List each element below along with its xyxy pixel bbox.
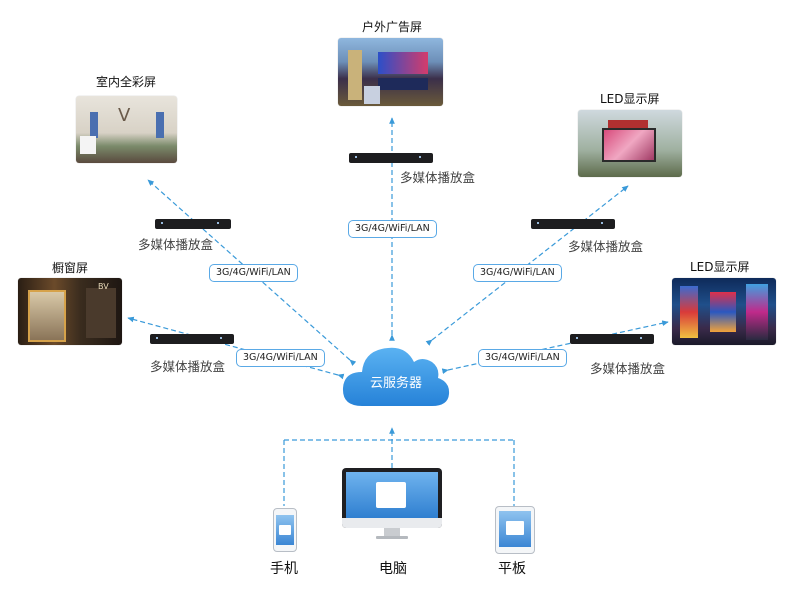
- photo-outdoor-ad-screen: [338, 38, 443, 106]
- media-player-box-top-right: [531, 219, 615, 229]
- screen-title-outdoor: 户外广告屏: [362, 20, 423, 34]
- computer-device: [342, 468, 442, 540]
- player-label-top: 多媒体播放盒: [400, 170, 476, 185]
- cloud-label: 云服务器: [370, 376, 423, 391]
- line-top-left: [147, 179, 357, 366]
- player-label-mid-left: 多媒体播放盒: [150, 359, 226, 374]
- tablet-device: [495, 506, 535, 554]
- client-label-tablet: 平板: [498, 561, 526, 577]
- cloud-server: 云服务器: [340, 338, 452, 410]
- line-mid-right: [441, 320, 669, 375]
- client-label-phone: 手机: [270, 561, 298, 577]
- photo-window-screen: BV: [18, 278, 122, 345]
- photo-led-screen-mid-right: [672, 278, 776, 345]
- client-label-computer: 电脑: [379, 561, 407, 577]
- screen-title-led-top-right: LED显示屏: [600, 92, 660, 106]
- photo-indoor-screen: V: [76, 96, 177, 163]
- network-label-top: 3G/4G/WiFi/LAN: [348, 220, 437, 238]
- player-label-mid-right: 多媒体播放盒: [590, 361, 666, 376]
- media-player-box-top-left: [155, 219, 231, 229]
- line-top-right: [425, 185, 629, 346]
- network-label-mid-right: 3G/4G/WiFi/LAN: [478, 349, 567, 367]
- media-player-box-top: [349, 153, 433, 163]
- media-player-box-mid-left: [150, 334, 234, 344]
- network-label-top-right: 3G/4G/WiFi/LAN: [473, 264, 562, 282]
- cloud-icon: [342, 347, 450, 406]
- media-player-box-mid-right: [570, 334, 654, 344]
- player-label-top-left: 多媒体播放盒: [138, 237, 214, 252]
- phone-device: [273, 508, 297, 552]
- network-label-mid-left: 3G/4G/WiFi/LAN: [236, 349, 325, 367]
- screen-title-indoor: 室内全彩屏: [96, 75, 157, 89]
- screen-title-window: 橱窗屏: [52, 261, 89, 275]
- photo-led-screen-top-right: [578, 110, 682, 177]
- player-label-top-right: 多媒体播放盒: [568, 239, 644, 254]
- screen-title-led-mid-right: LED显示屏: [690, 260, 750, 274]
- network-label-top-left: 3G/4G/WiFi/LAN: [209, 264, 298, 282]
